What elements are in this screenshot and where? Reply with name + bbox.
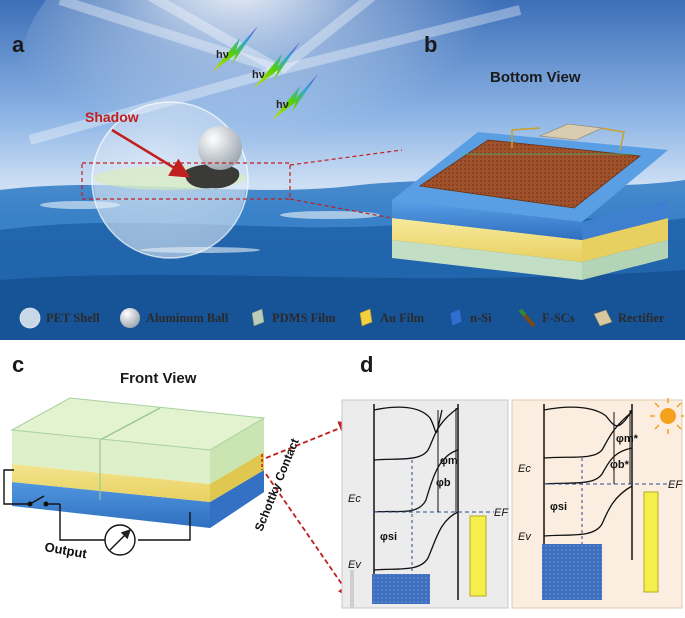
shadow-label: Shadow xyxy=(85,109,139,125)
ec-label: Ec xyxy=(518,463,531,475)
legend-au-film: Au Film xyxy=(380,311,425,325)
sun-icon xyxy=(660,408,676,424)
panel-c-letter: c xyxy=(12,352,24,377)
photon-rays: hν hν hν xyxy=(212,26,318,120)
pet-shell-device xyxy=(91,101,249,259)
phi-b-label: φb xyxy=(436,477,451,489)
shadow-blob xyxy=(185,164,240,189)
legend-f-scs: F-SCs xyxy=(542,311,575,325)
ev-label: Ev xyxy=(518,531,532,543)
pet-shell-icon xyxy=(19,307,41,329)
f-scs-icon xyxy=(518,308,536,328)
panel-a-letter: a xyxy=(12,32,25,57)
legend-n-si: n-Si xyxy=(470,311,492,325)
legend-rectifier: Rectifier xyxy=(618,311,665,325)
n-si-icon xyxy=(449,308,463,327)
light-ray-icon xyxy=(212,26,258,72)
rectifier-icon xyxy=(593,309,613,327)
ec-label: Ec xyxy=(348,493,361,505)
band-diagram-light: φm* φb* φsi Ec Ev EF xyxy=(511,398,684,609)
au-film-icon xyxy=(359,308,373,327)
light-ray-icon xyxy=(254,42,300,88)
bottom-view-title: Bottom View xyxy=(490,69,581,86)
zoom-box xyxy=(81,162,291,200)
phi-b-star-label: φb* xyxy=(610,459,630,471)
photon-label: hν xyxy=(252,69,265,81)
phi-m-label: φm xyxy=(440,455,458,467)
shadow-arrow xyxy=(111,128,191,178)
zoom-arrow-lower xyxy=(265,473,353,599)
pdms-film-icon xyxy=(251,308,265,327)
legend-pet-shell: PET Shell xyxy=(46,311,100,325)
panel-d-letter: d xyxy=(360,352,373,377)
output-circuit xyxy=(3,469,191,556)
aluminum-ball-icon xyxy=(120,308,140,328)
ef-label: EF xyxy=(494,507,509,519)
legend-aluminum-ball: Aluminum Ball xyxy=(146,311,229,325)
phi-si-label: φsi xyxy=(550,501,567,513)
aluminum-ball xyxy=(198,126,242,170)
legend: PET Shell Aluminum Ball PDMS Film Au Fil… xyxy=(19,307,665,329)
zoom-arrow-upper xyxy=(265,421,354,459)
front-view-device xyxy=(10,397,266,528)
photon-label: hν xyxy=(216,49,229,61)
band-diagram-dark: φm φb φsi Ec Ev EF xyxy=(341,399,509,609)
phi-m-star-label: φm* xyxy=(616,433,639,445)
output-label: Output xyxy=(43,539,88,561)
legend-pdms-film: PDMS Film xyxy=(272,311,336,325)
photon-label: hν xyxy=(276,99,289,111)
phi-si-label: φsi xyxy=(380,531,397,543)
ef-label: EF xyxy=(668,479,683,491)
bottom-view-device xyxy=(392,123,668,280)
light-ray-icon xyxy=(272,74,318,120)
front-view-title: Front View xyxy=(120,370,197,387)
panel-b-letter: b xyxy=(424,32,437,57)
ev-label: Ev xyxy=(348,559,362,571)
